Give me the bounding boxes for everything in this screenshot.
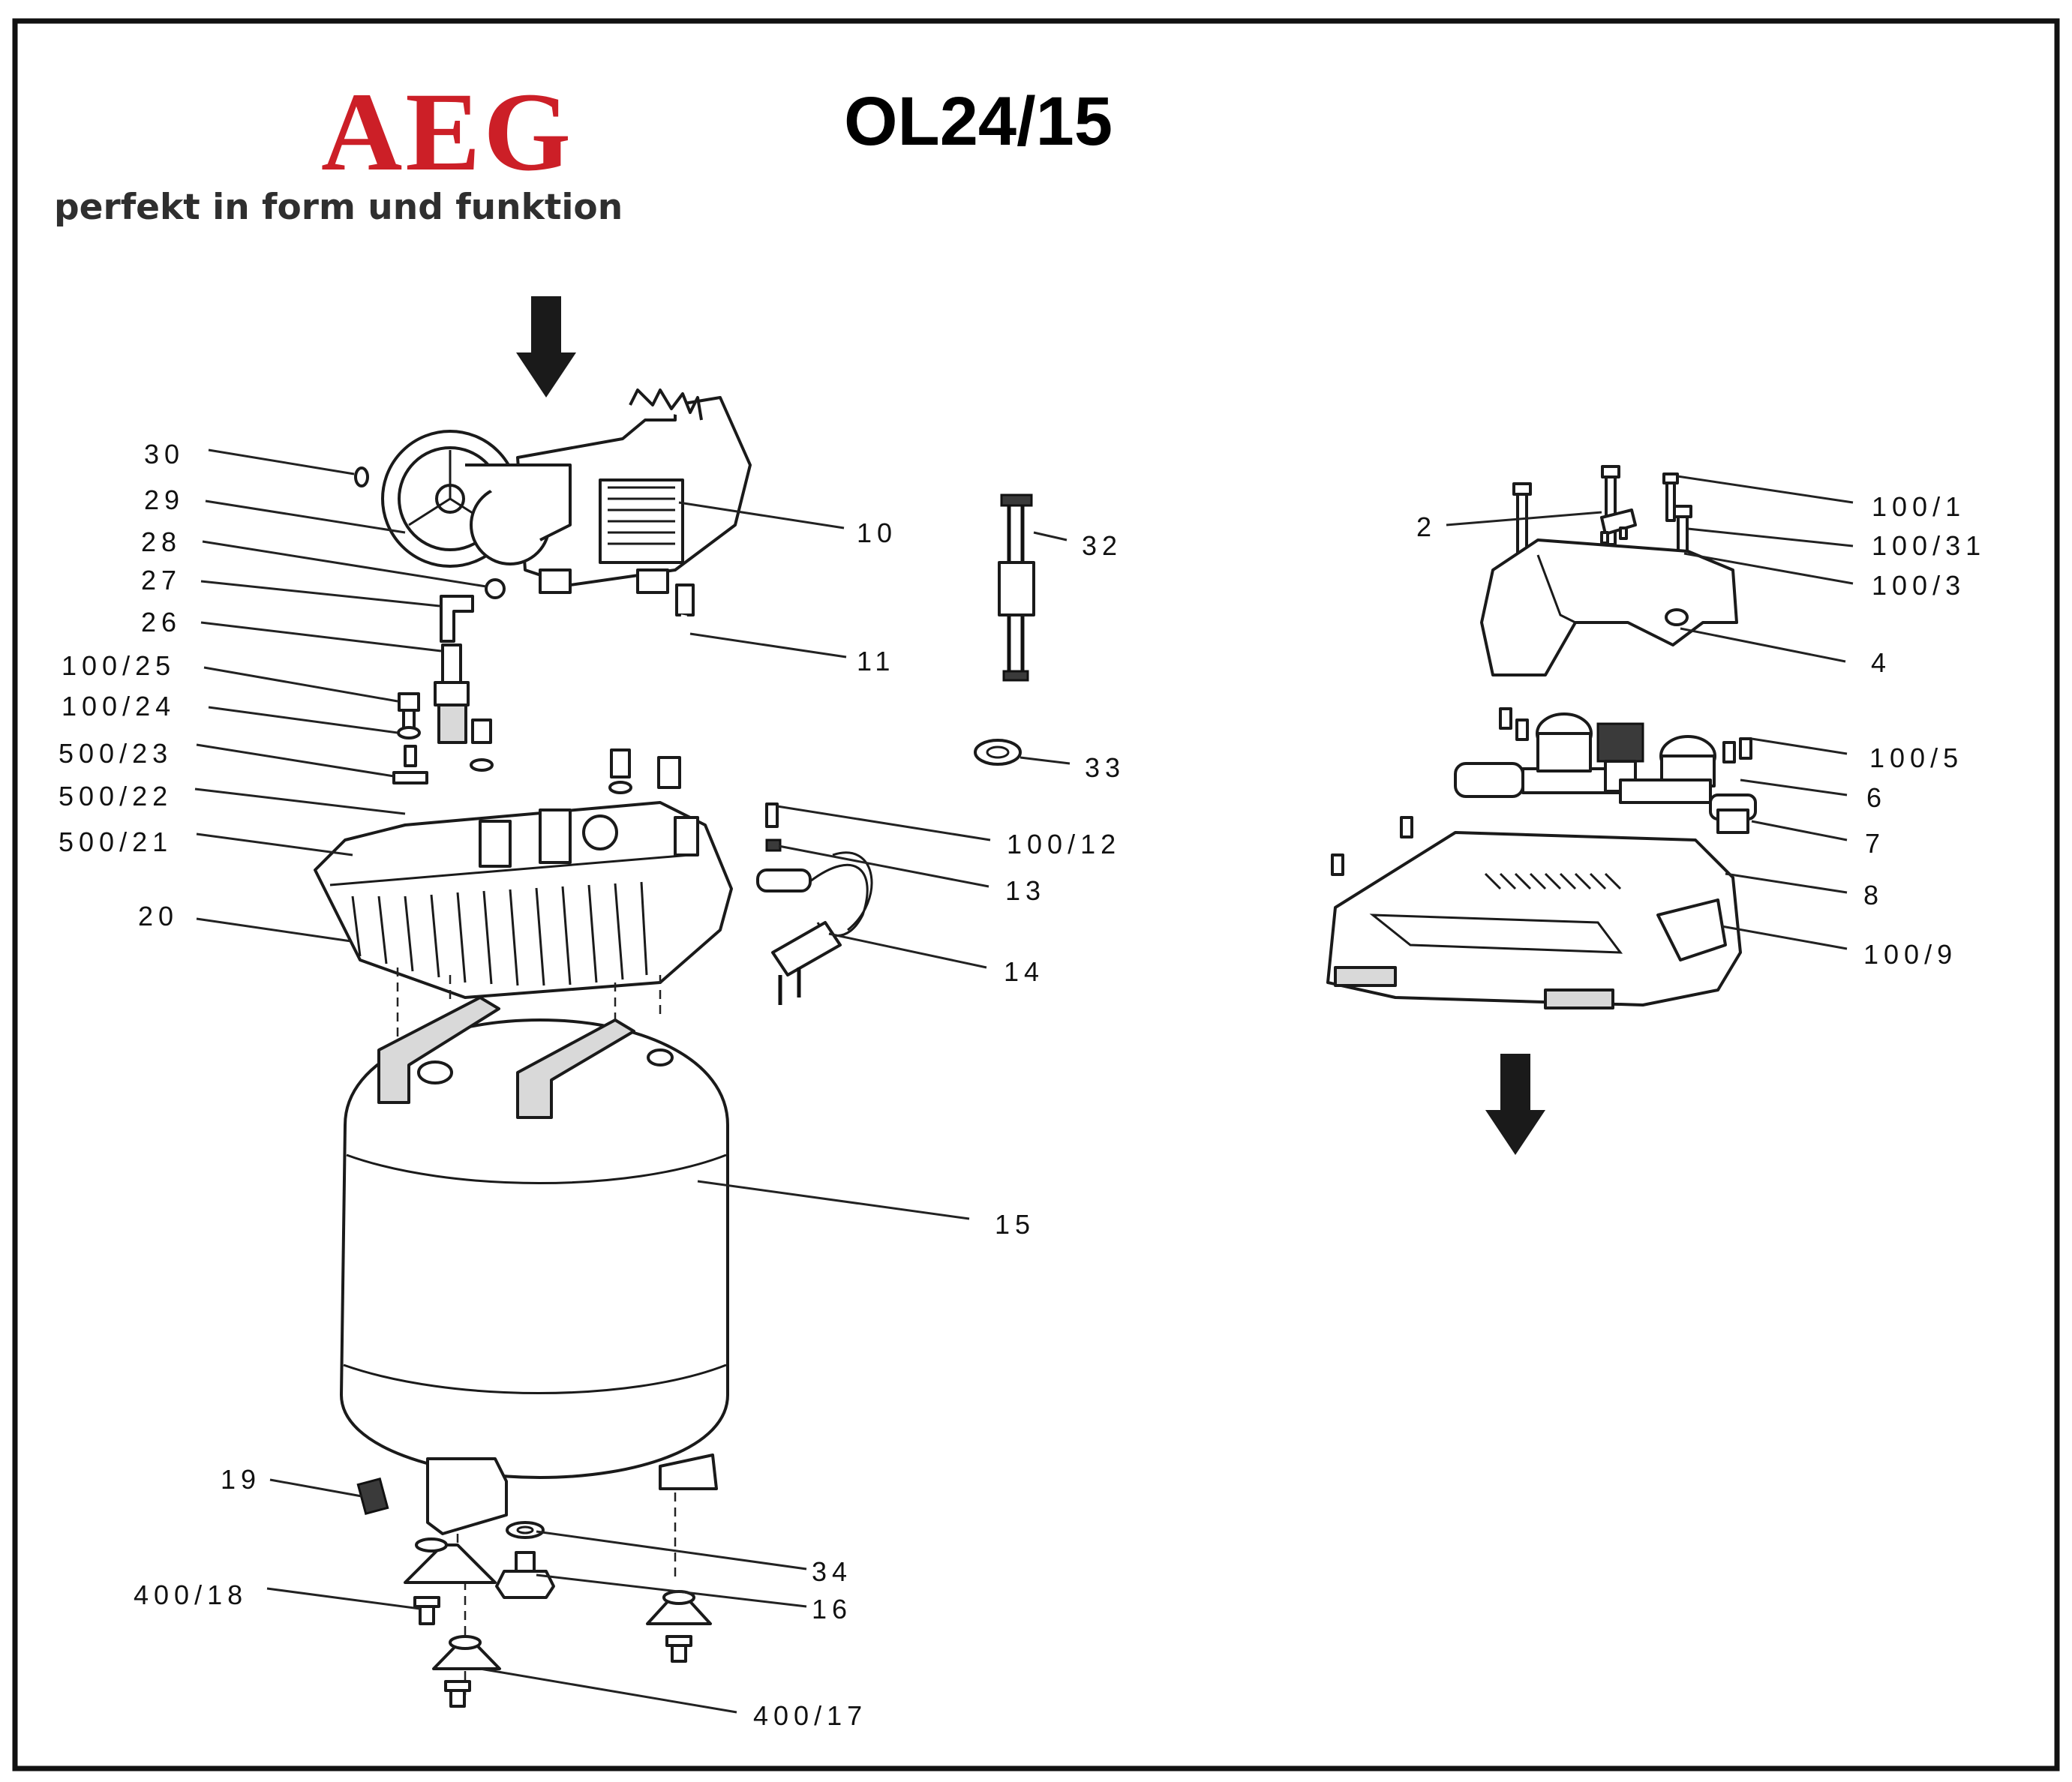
callout-26: 26 [141,607,182,638]
top-cover [1480,538,1738,676]
callout-100-25: 100/25 [62,650,176,681]
pump-motor-unit [381,388,752,594]
washer [470,758,494,772]
brand-tagline: perfekt in form und funktion [54,187,623,228]
callout-100-1: 100/1 [1872,491,1965,522]
callout-500-22: 500/22 [59,781,173,812]
screw [471,718,492,744]
check-valve [434,644,470,744]
switch [1600,508,1637,544]
callout-10: 10 [857,518,897,548]
callout-400-17: 400/17 [753,1700,867,1731]
callout-6: 6 [1866,782,1887,813]
callout-100-24: 100/24 [62,691,176,722]
plug-part [354,466,369,488]
plate [392,771,428,784]
callout-11: 11 [857,646,895,676]
callout-400-18: 400/18 [134,1580,248,1610]
assembly-guide-lines [396,968,677,1695]
power-cable [756,802,873,1005]
callout-16: 16 [812,1594,852,1624]
callout-19: 19 [221,1464,261,1495]
screw [1739,737,1752,760]
leader-lines [194,448,1854,1714]
callout-32: 32 [1082,530,1122,561]
callout-30: 30 [144,439,185,470]
callout-27: 27 [141,565,182,596]
screw [1662,472,1679,522]
screw [610,748,631,778]
page-border [12,18,2060,1772]
callout-20: 20 [138,901,179,932]
arrow-down-icon [1485,1054,1545,1155]
arrow-down-icon [516,296,576,398]
callout-15: 15 [995,1209,1035,1240]
rubber-foot [646,1590,712,1663]
pressure-hose [657,584,697,789]
callout-33: 33 [1085,752,1125,783]
callout-500-21: 500/21 [59,826,173,857]
ring-part [485,578,506,599]
rubber-foot [432,1635,501,1708]
pressure-switch-wiring [998,494,1035,682]
callout-8: 8 [1863,880,1884,910]
callout-7: 7 [1865,828,1885,859]
model-number: OL24/15 [844,83,1113,160]
callout-labels: 30 29 28 27 26 100/25 100/24 500/23 500/… [59,439,1986,1731]
washer [608,781,632,794]
callout-100-3: 100/3 [1872,570,1965,601]
screw [1400,816,1413,838]
washer [397,726,421,740]
valve-manifold [1454,712,1757,834]
callout-100-31: 100/31 [1872,530,1986,561]
callout-100-5: 100/5 [1869,742,1963,773]
screw [1331,854,1344,876]
washer [506,1521,545,1539]
ring-part [974,739,1022,766]
screw [404,745,417,767]
callout-4: 4 [1871,647,1891,678]
base-housing [314,801,733,999]
nut [495,1551,555,1599]
callout-14: 14 [1004,956,1044,987]
callout-500-23: 500/23 [59,738,173,769]
screw [1499,707,1512,730]
callout-100-9: 100/9 [1863,939,1957,970]
callout-28: 28 [141,526,182,557]
callout-2: 2 [1416,512,1437,542]
callout-29: 29 [144,484,185,515]
air-tank [340,996,729,1535]
callout-13: 13 [1005,875,1046,906]
rubber-foot [404,1538,497,1625]
screw [398,692,420,733]
bottom-housing [1326,831,1742,1010]
elbow-fitting [440,595,474,643]
callout-100-12: 100/12 [1007,829,1121,860]
callout-34: 34 [812,1556,852,1587]
brand-logo: AEG [321,70,574,194]
screw [1722,741,1736,764]
drain-valve [356,1477,389,1516]
screw [1515,718,1529,741]
